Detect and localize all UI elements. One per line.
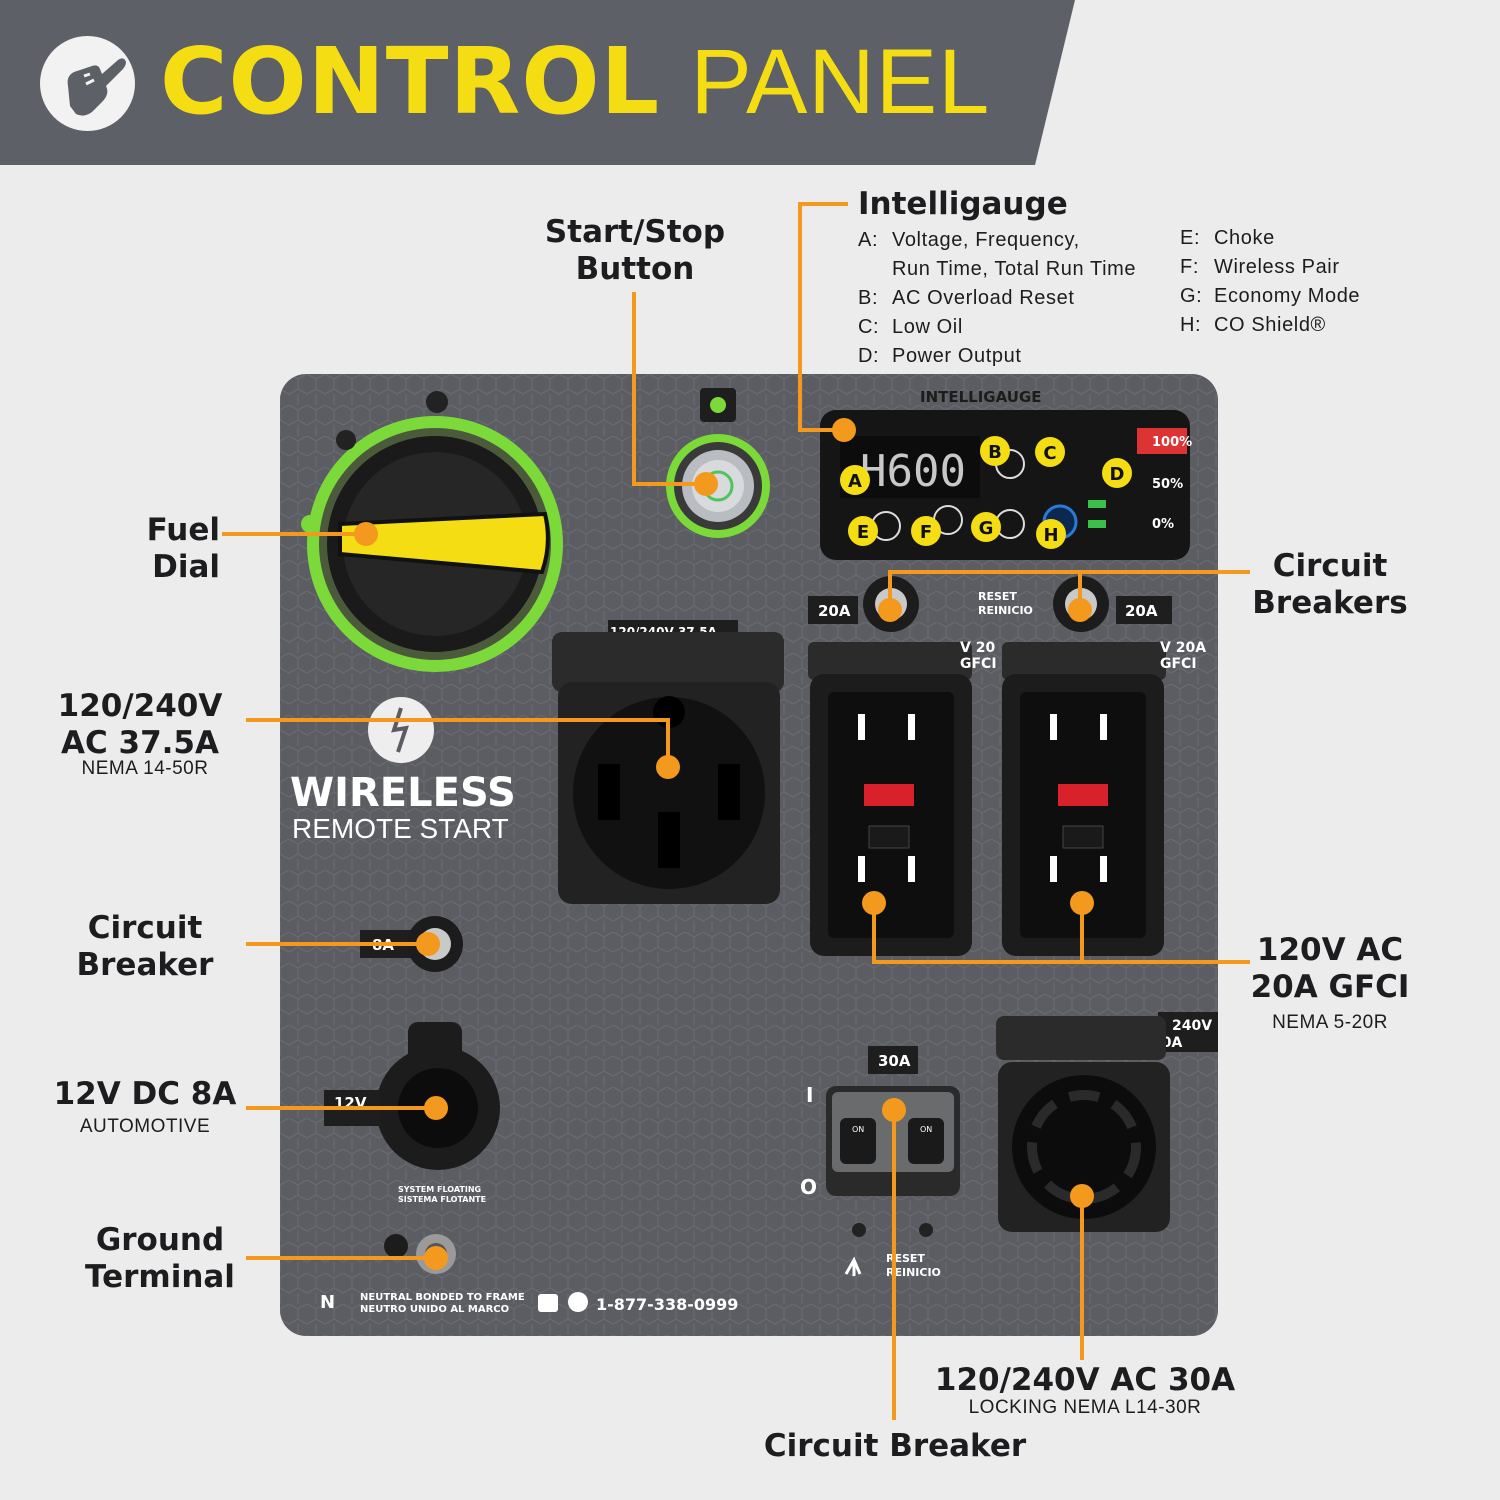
marker-f-text: F [920, 522, 932, 543]
marker-a-text: A [848, 471, 862, 492]
start-icon [710, 397, 726, 413]
breaker30-plate [868, 1046, 918, 1074]
reset-bottom-en: RESET [886, 1252, 925, 1265]
bar-100-label: 100% [1152, 435, 1192, 450]
l14-tag: 240V [1172, 1018, 1212, 1034]
l14-sub: LOCKING NEMA L14-30R [968, 1397, 1202, 1418]
reset-en: RESET [978, 590, 1017, 603]
system-floating-es: SISTEMA FLOTANTE [398, 1195, 486, 1204]
bar-50-label: 50% [1152, 477, 1183, 492]
neutral-es: NEUTRO UNIDO AL MARCO [360, 1304, 509, 1315]
fuel-dial-label: Fuel Dial [146, 512, 220, 585]
reset-es: REINICIO [978, 604, 1033, 617]
marker-h [1036, 519, 1066, 549]
gfci-left-tag: V 20 [960, 640, 995, 656]
marker-e [848, 516, 878, 546]
system-floating-en: SYSTEM FLOATING [398, 1185, 481, 1194]
intelligauge-legend-left: A:Voltage, Frequency, Run Time, Total Ru… [858, 229, 1137, 367]
bar-100-plate [1137, 428, 1187, 454]
intelligauge-brand: INTELLIGAUGE [920, 388, 1042, 406]
circuit-breaker-bottom-label: Circuit Breaker [763, 1428, 1027, 1464]
wireless-sub: REMOTE START [292, 813, 509, 844]
breaker-30a[interactable] [826, 1086, 960, 1196]
gfci-outlet-left[interactable] [808, 642, 972, 956]
breaker-right-rating: 20A [1125, 602, 1158, 620]
title-light: PANEL [690, 31, 991, 133]
intelligauge-legend-right: E:Choke F:Wireless Pair G:Economy Mode H… [1180, 227, 1361, 336]
page-title: CONTROL PANEL [160, 31, 991, 133]
control-panel: INTELLIGAUGE H600 100% 50% 0% A B C D E … [280, 374, 1218, 1336]
marker-f [911, 516, 941, 546]
outlet-50a[interactable] [558, 682, 780, 904]
marker-c [1035, 437, 1065, 467]
start-stop-button[interactable] [666, 434, 770, 538]
l14-tag-plate [1158, 1012, 1218, 1052]
gfci-slots [858, 714, 1107, 882]
breaker-left-rating: 20A [818, 602, 851, 620]
outlet-50-sub: NEMA 14-50R [81, 758, 209, 779]
marker-c-text: C [1043, 443, 1056, 464]
gfci-left-tag2: GFCI [960, 656, 997, 672]
help-icon [538, 1294, 558, 1312]
marker-e-text: E [857, 522, 869, 543]
fuel-off-icon [426, 391, 448, 413]
support-phone: 1-877-338-0999 [596, 1295, 738, 1314]
l14-label: 120/240V AC 30A [934, 1362, 1236, 1398]
marker-b-text: B [988, 442, 1002, 463]
header-banner [0, 0, 1075, 165]
fuel-on-icon [301, 515, 319, 533]
pointing-hand-icon [40, 36, 135, 131]
ground-terminal[interactable] [416, 1234, 456, 1274]
intelligauge-title: Intelligauge [858, 186, 1068, 222]
dc-12v-label: 12V [334, 1094, 367, 1112]
fuel-dial[interactable] [307, 416, 563, 672]
switch-off-mark: O [800, 1175, 817, 1199]
breaker30-on-left: ON [852, 1125, 864, 1134]
fuel-closed-icon [336, 430, 356, 450]
reset-arrow-icon [844, 1256, 862, 1276]
gfci-outlet-right[interactable] [1002, 642, 1166, 956]
reset-screw-left [852, 1223, 866, 1237]
gfci-right-tag: V 20A [1160, 640, 1206, 656]
switch-on-mark: I [806, 1083, 813, 1107]
breaker-right-button[interactable] [1053, 576, 1109, 632]
ground-symbol-icon [384, 1234, 408, 1258]
marker-d [1102, 458, 1132, 488]
dc-breaker-rating: 8A [372, 936, 394, 954]
marker-g [971, 512, 1001, 542]
marker-h-text: H [1043, 525, 1058, 546]
support-agent-icon [568, 1292, 588, 1312]
dc-breaker-button[interactable] [407, 916, 463, 972]
breaker30-rating: 30A [878, 1052, 911, 1070]
marker-g-text: G [979, 518, 994, 539]
reset-bottom-es: REINICIO [886, 1266, 941, 1279]
display-value: H600 [860, 446, 966, 497]
power-bar-lowest [1088, 520, 1106, 528]
bar-0-label: 0% [1152, 517, 1174, 532]
breaker-left-button[interactable] [863, 576, 919, 632]
dc12-sub: AUTOMOTIVE [79, 1116, 211, 1137]
outlet50-cover[interactable] [552, 632, 784, 692]
wireless-title: WIRELESS [290, 770, 516, 816]
marker-b [980, 436, 1010, 466]
neutral-en: NEUTRAL BONDED TO FRAME [360, 1292, 525, 1303]
gfci-sub: NEMA 5-20R [1272, 1012, 1388, 1033]
neutral-icon: N [320, 1292, 335, 1313]
breaker30-on-right: ON [920, 1125, 932, 1134]
power-bar-low [1088, 500, 1106, 508]
title-bold: CONTROL [160, 28, 661, 135]
reset-screw-right [919, 1223, 933, 1237]
breaker-left-plate [808, 596, 858, 624]
gfci-right-tag2: GFCI [1160, 656, 1197, 672]
outlet-l14-30r[interactable] [996, 1016, 1170, 1232]
dc12-label: 12V DC 8A [53, 1076, 237, 1112]
marker-a [840, 465, 870, 495]
marker-d-text: D [1110, 464, 1125, 485]
